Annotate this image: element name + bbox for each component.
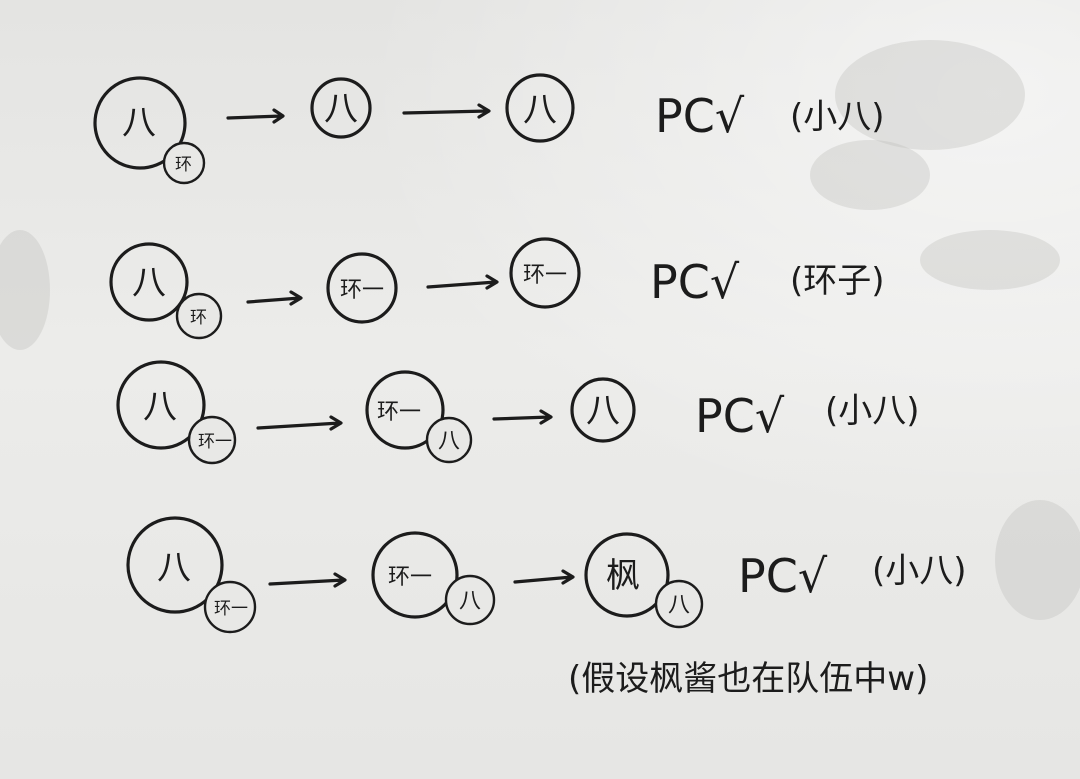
- row1-start-label: 八: [122, 103, 156, 143]
- bleed-through-marks: [0, 40, 1080, 620]
- row4-verdict: PC√: [738, 549, 828, 603]
- row4-start-label: 八: [157, 548, 191, 588]
- row3-start-small-label: 环一: [198, 432, 232, 452]
- row4-mid-small-circle: [444, 574, 496, 626]
- row3-start-label: 八: [143, 387, 177, 427]
- row1-end-label: 八: [523, 90, 557, 130]
- row1-note: (小八): [790, 97, 885, 137]
- row-3: 八 环一 环一 八 八 PC√ (小八): [116, 360, 920, 465]
- row2-start-label: 八: [132, 263, 166, 303]
- row2-arrow-2: [426, 274, 499, 290]
- row1-start-circle: [93, 76, 187, 170]
- row3-mid-small-circle: [425, 416, 473, 464]
- row1-mid-circle: [310, 77, 372, 139]
- row4-mid-circle: [371, 531, 459, 619]
- row1-verdict: PC√: [655, 89, 745, 143]
- row3-verdict: PC√: [695, 389, 785, 443]
- row4-mid-label: 环一: [388, 565, 432, 590]
- row1-start-small-label: 环: [175, 155, 192, 175]
- row4-arrow-1: [268, 572, 347, 588]
- row3-mid-circle: [365, 370, 445, 450]
- row4-start-circle: [126, 516, 224, 614]
- row2-mid-circle: [326, 252, 398, 324]
- row4-start-small-label: 环一: [214, 599, 248, 619]
- footnote: (假设枫酱也在队伍中w): [568, 659, 928, 699]
- row2-end-label: 环一: [523, 263, 567, 288]
- row3-start-small-circle: [187, 415, 237, 465]
- row3-start-circle: [116, 360, 206, 450]
- row3-arrow-2: [492, 409, 553, 425]
- row4-end-label: 枫: [606, 556, 640, 596]
- row3-note: (小八): [825, 391, 920, 431]
- row4-end-circle: [584, 532, 670, 618]
- row1-arrow-1: [226, 108, 285, 124]
- row1-end-circle: [505, 73, 575, 143]
- row2-arrow-1: [246, 290, 303, 306]
- row3-end-circle: [570, 377, 636, 443]
- row-4: 八 环一 环一 八 枫 八 PC√ (小八): [126, 516, 967, 634]
- row-2: 八 环 环一 环一 PC√ (环子): [109, 237, 885, 340]
- row3-mid-label: 环一: [377, 400, 421, 425]
- row1-arrow-2: [402, 103, 491, 119]
- row4-note: (小八): [872, 551, 967, 591]
- row2-end-circle: [509, 237, 581, 309]
- row1-start-small-circle: [162, 141, 206, 185]
- row4-end-small-circle: [654, 579, 704, 629]
- row2-start-small-circle: [175, 292, 223, 340]
- row4-arrow-2: [513, 569, 575, 585]
- row2-mid-label: 环一: [340, 278, 384, 303]
- row2-start-small-label: 环: [190, 308, 207, 328]
- row3-arrow-1: [256, 415, 343, 431]
- row2-note: (环子): [790, 261, 885, 301]
- row3-end-label: 八: [586, 391, 620, 431]
- row1-mid-label: 八: [324, 89, 358, 129]
- row3-mid-small-label: 八: [438, 429, 460, 454]
- row-1: 八 环 八 八 PC√ (小八): [93, 73, 885, 185]
- row4-end-small-label: 八: [668, 593, 690, 618]
- row4-mid-small-label: 八: [459, 589, 481, 614]
- row4-start-small-circle: [203, 580, 257, 634]
- row2-start-circle: [109, 242, 189, 322]
- row2-verdict: PC√: [650, 255, 740, 309]
